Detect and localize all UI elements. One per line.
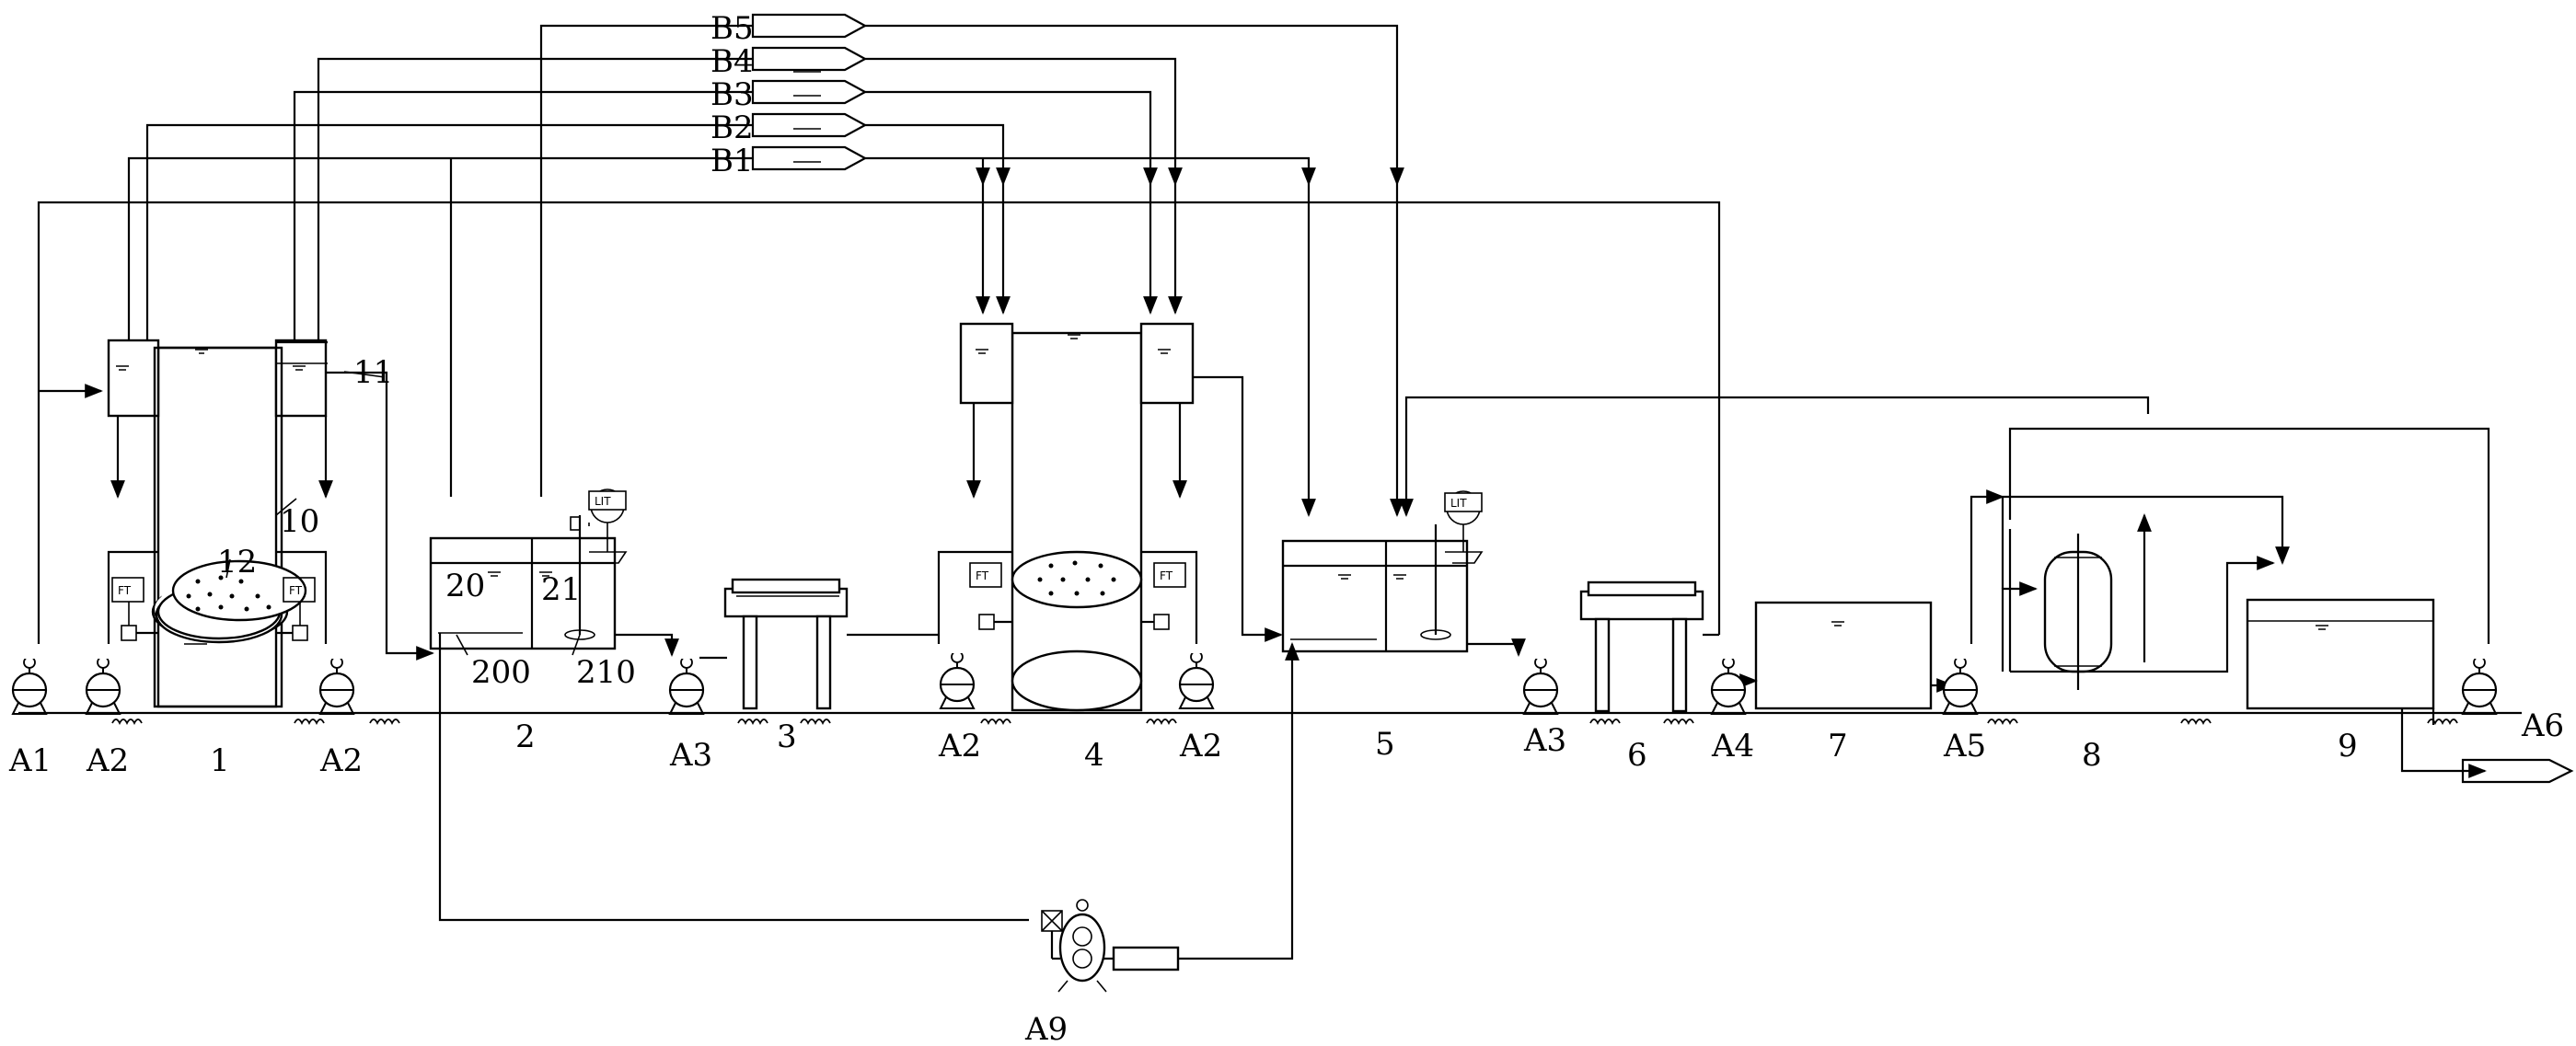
pump-a3-first	[668, 659, 705, 716]
flow-meter-left-label: FT	[118, 584, 132, 597]
pump-label-a2-fourth: A2	[1179, 728, 1222, 764]
pump-a2-right	[318, 659, 355, 716]
unit-1-reactor: FT FT	[107, 339, 434, 708]
pump-a3-second	[1522, 659, 1559, 716]
pump-label-a6: A6	[2521, 707, 2564, 744]
pump-label-a4: A4	[1711, 728, 1754, 764]
unit-label-1: 1	[210, 742, 230, 779]
pump-a1	[11, 659, 48, 716]
reactor-4-distributor-holes	[1037, 560, 1116, 596]
callout-12: 12	[217, 544, 257, 580]
pump-label-a2-left: A2	[86, 742, 129, 779]
chemical-label-b3: B3	[710, 76, 754, 113]
unit-label-8: 8	[2082, 737, 2102, 774]
pump-a2-left	[85, 659, 121, 716]
callout-21: 21	[541, 571, 581, 608]
unit-7-tank	[1728, 601, 1955, 710]
reactor-4-flow-left-label: FT	[976, 569, 989, 582]
chemical-label-b5: B5	[710, 10, 754, 47]
pump-label-a5: A5	[1943, 728, 1986, 764]
unit-label-6: 6	[1627, 737, 1647, 774]
chemical-tanks: B5 B4 B3 B2 B1	[710, 10, 868, 179]
pump-labels: A1 A2 A2 A3 A2 A2 A3 A4 A5 A6 A9	[8, 707, 2564, 1046]
pump-label-a2-third: A2	[938, 728, 981, 764]
unit-label-4: 4	[1084, 737, 1104, 774]
pump-label-a1: A1	[8, 742, 52, 779]
reactor-1-distributor-holes	[186, 575, 271, 612]
pump-a2-fourth	[1178, 653, 1215, 710]
chemical-tank-b5	[751, 13, 868, 39]
flow-meter-right	[283, 577, 316, 603]
level-transmitter-2-label: LIT	[595, 495, 611, 508]
chemical-label-b4: B4	[710, 43, 754, 80]
pump-label-a2-right: A2	[319, 742, 363, 779]
unit-5-tank: LIT	[1281, 396, 2150, 657]
flow-meter-right-label: FT	[289, 584, 303, 597]
unit-labels: 1 2 3 4 5 6 7 8 9	[210, 718, 2358, 779]
level-transmitter-5-label: LIT	[1450, 497, 1467, 510]
pump-a4	[1710, 659, 1747, 716]
chemical-tank-b4	[751, 46, 868, 72]
tank-7	[1754, 601, 1933, 710]
chemical-label-b2: B2	[710, 109, 754, 146]
callout-labels: 11 10 12 20 21 200 210	[217, 354, 636, 691]
unit-label-3: 3	[777, 718, 797, 755]
dosing-lines	[37, 24, 1721, 644]
pump-label-a9: A9	[1024, 1011, 1068, 1046]
callout-11: 11	[353, 354, 393, 391]
unit-6-filter	[1579, 299, 1721, 713]
ground-hatches	[111, 718, 2458, 724]
flow-meter-left	[111, 577, 144, 603]
unit-4-reactor: FT FT	[937, 322, 1283, 712]
pump-a6	[2461, 659, 2498, 716]
pumps	[11, 653, 2498, 716]
callout-10: 10	[280, 503, 319, 540]
outlet-tank-a6	[2461, 758, 2574, 784]
chemical-tank-b1	[751, 145, 868, 171]
pump-label-a3-first: A3	[669, 737, 712, 774]
unit-label-2: 2	[515, 718, 536, 755]
callout-200: 200	[471, 654, 531, 691]
chemical-tank-b2	[751, 112, 868, 138]
pump-a9	[1058, 913, 1106, 983]
tank-9	[2246, 598, 2435, 710]
unit-8-vessel	[1970, 427, 2490, 690]
unit-label-5: 5	[1375, 726, 1395, 763]
unit-3-filter	[699, 578, 939, 710]
pump-label-a3-second: A3	[1523, 722, 1566, 759]
reactor-4-flow-right-label: FT	[1160, 569, 1173, 582]
chemical-tank-b3	[751, 79, 868, 105]
unit-9-tank	[2246, 598, 2574, 784]
reactor-4-distributor	[1011, 550, 1143, 609]
callout-20: 20	[445, 568, 485, 604]
chemical-label-b1: B1	[710, 143, 754, 179]
tank-5	[1281, 539, 1469, 653]
unit-2-tank: LIT	[429, 489, 679, 657]
callout-210: 210	[576, 654, 636, 691]
reactor-1-column	[156, 346, 278, 708]
unit-label-9: 9	[2338, 728, 2358, 764]
unit-label-7: 7	[1828, 728, 1848, 764]
inline-filter	[1112, 946, 1180, 971]
pump-a2-third	[939, 653, 976, 710]
pump-a5	[1942, 659, 1979, 716]
sludge-loop	[438, 633, 1300, 993]
